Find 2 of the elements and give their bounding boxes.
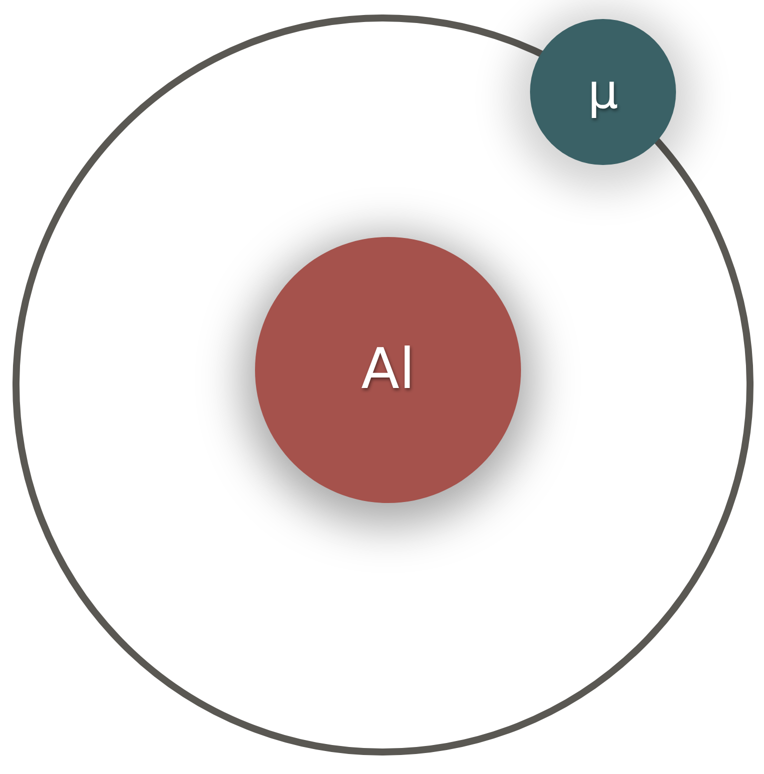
symbol-label: μ (588, 68, 618, 116)
symbol-label: Al (361, 342, 415, 398)
